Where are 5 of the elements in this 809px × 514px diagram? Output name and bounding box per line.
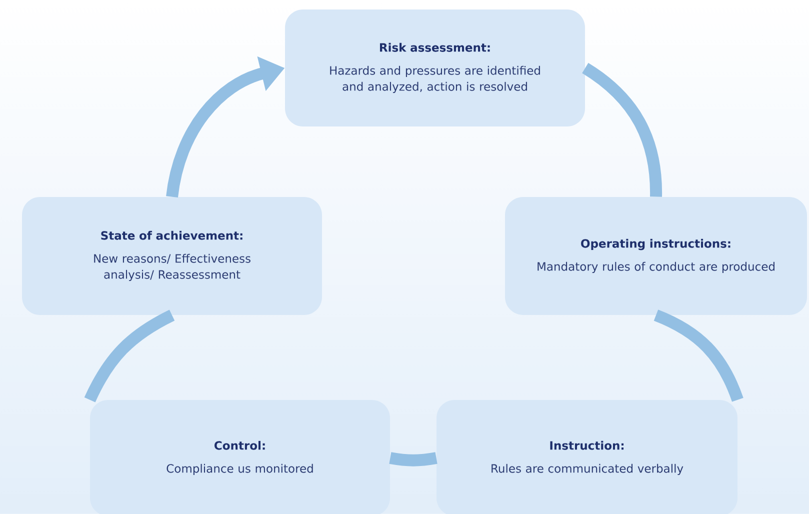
step-box: Risk assessment: Hazards and pressures are identified and analyzed, action is resolved: [285, 10, 585, 126]
step-box: Instruction: Rules are communicated verbally: [436, 400, 738, 514]
step-box: Operating instructions: Mandatory rules of conduct are produced: [505, 197, 807, 315]
step-box: State of achievement: New reasons/ Effectiveness analysis/ Reassessment: [22, 197, 322, 315]
step-box: Control: Compliance us monitored: [90, 400, 390, 514]
